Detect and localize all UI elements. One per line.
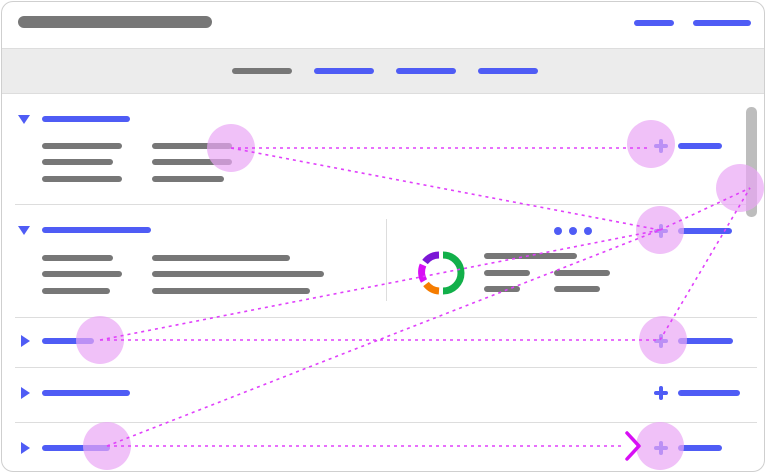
section-2-row: [42, 255, 113, 261]
row-3-title[interactable]: [42, 338, 94, 344]
triangle-down-icon[interactable]: [18, 226, 30, 235]
section-1-value: [152, 143, 232, 149]
highlight-circle: [636, 422, 684, 470]
section-1-value: [152, 159, 232, 165]
chevron-right-icon: [625, 431, 641, 461]
add-link-4[interactable]: [678, 390, 740, 396]
add-link-1[interactable]: [678, 143, 722, 149]
row-5-title[interactable]: [42, 445, 110, 451]
triangle-down-icon[interactable]: [18, 115, 30, 124]
toolbar: [2, 48, 764, 94]
divider: [15, 422, 757, 423]
highlight-circle: [716, 164, 764, 212]
section-1-value: [152, 176, 224, 182]
triangle-right-icon[interactable]: [21, 387, 30, 399]
detail-line: [554, 270, 610, 276]
divider: [15, 317, 757, 318]
detail-line: [484, 286, 520, 292]
detail-line: [484, 253, 577, 259]
add-link-2[interactable]: [678, 228, 732, 234]
highlight-circle: [639, 316, 687, 364]
window-title-placeholder: [18, 16, 212, 28]
header-link-2[interactable]: [693, 20, 751, 26]
plus-icon[interactable]: [654, 386, 668, 400]
triangle-right-icon[interactable]: [21, 442, 30, 454]
toolbar-tab-2[interactable]: [314, 68, 374, 74]
section-2-value: [152, 288, 310, 294]
triangle-right-icon[interactable]: [21, 335, 30, 347]
add-link-5[interactable]: [678, 445, 722, 451]
header-link-1[interactable]: [634, 20, 674, 26]
connector-line: [659, 187, 751, 341]
section-1-title[interactable]: [42, 116, 130, 122]
section-2-value: [152, 255, 290, 261]
connector-line: [99, 229, 661, 341]
vertical-divider: [386, 219, 387, 301]
section-2-row: [42, 271, 122, 277]
row-4-title[interactable]: [42, 390, 130, 396]
section-1-row: [42, 159, 113, 165]
highlight-circle: [627, 120, 675, 168]
scrollbar[interactable]: [746, 107, 757, 217]
connector-line: [659, 187, 751, 231]
toolbar-tab-4[interactable]: [478, 68, 538, 74]
section-2-row: [42, 288, 110, 294]
connector-line: [106, 229, 661, 447]
section-2-value: [152, 271, 324, 277]
detail-line: [554, 286, 600, 292]
toolbar-tab-3[interactable]: [396, 68, 456, 74]
toolbar-tab-active[interactable]: [232, 68, 292, 74]
section-2-title[interactable]: [42, 227, 151, 233]
add-link-3[interactable]: [678, 338, 733, 344]
divider: [15, 204, 757, 205]
divider: [15, 367, 757, 368]
section-1-row: [42, 143, 122, 149]
donut-chart-icon: [418, 251, 465, 295]
section-1-row: [42, 176, 122, 182]
detail-line: [484, 270, 530, 276]
connector-line: [230, 147, 661, 231]
